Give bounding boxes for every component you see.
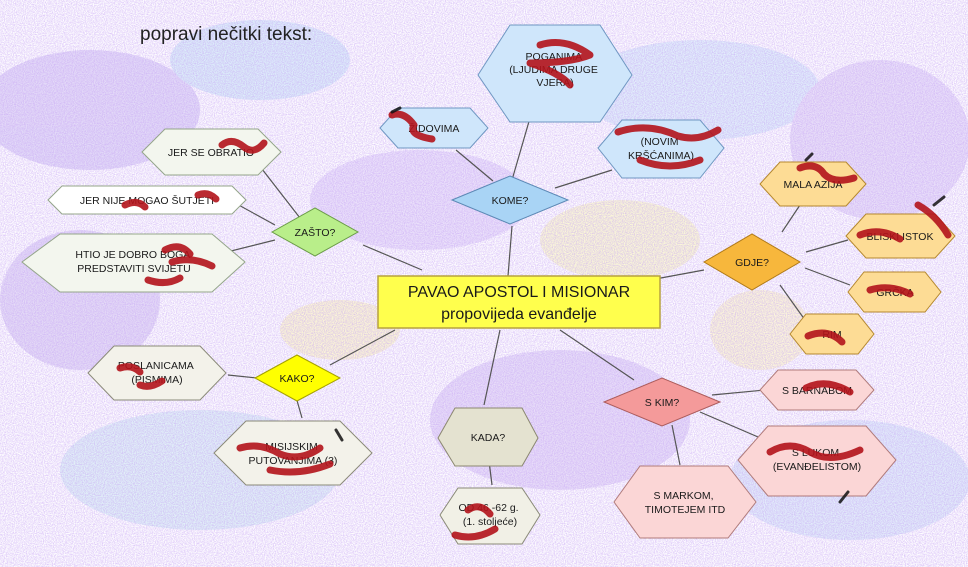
connectors [214, 117, 851, 486]
hub-kada: KADA? [437, 407, 539, 467]
leaf-zasto-1-text: JER SE OBRATIO [168, 147, 254, 159]
hub-kome-label: KOME? [492, 195, 529, 207]
center-subtitle: propovijeda evanđelje [441, 306, 597, 323]
hub-gdje-label: GDJE? [735, 257, 769, 269]
leaf-zasto-2-text: JER NIJE MOGAO ŠUTJETI [80, 194, 214, 207]
leaf-gdje-1: MALA AZIJA [759, 161, 867, 207]
center-title: PAVAO APOSTOL I MISIONAR [408, 284, 630, 301]
hub-zasto: ZAŠTO? [270, 207, 360, 257]
hub-kome: KOME? [450, 175, 570, 225]
obscuring-scribbles [116, 39, 952, 541]
hub-kako-label: KAKO? [279, 373, 314, 385]
leaf-kome-2-text: ŽIDOVIMA [409, 122, 460, 135]
leaf-skim-3: S MARKOM, TIMOTEJEM ITD [613, 465, 757, 539]
leaf-kako-2: MISIJSKIM PUTOVANJIMA (3) [213, 420, 373, 486]
hub-kada-label: KADA? [471, 432, 506, 444]
center-node: PAVAO APOSTOL I MISIONAR propovijeda eva… [377, 275, 661, 329]
leaf-kako-1: POSLANICAMA (PISMIMA) [87, 345, 227, 401]
leaf-zasto-1: JER SE OBRATIO [141, 128, 282, 176]
leaf-skim-2: S LUKOM (EVANĐELISTOM) [737, 425, 897, 497]
hub-zasto-label: ZAŠTO? [295, 226, 336, 239]
hub-skim-label: S KIM? [645, 397, 680, 409]
leaf-skim-1: S BARNABOM [759, 369, 875, 411]
hub-gdje: GDJE? [703, 233, 801, 291]
leaf-gdje-1-text: MALA AZIJA [784, 179, 843, 191]
hub-skim: S KIM? [602, 377, 722, 427]
hub-kako: KAKO? [253, 354, 342, 402]
leaf-zasto-3-text: HTIO JE DOBRO BOGA PREDSTAVITI SVIJETU [75, 249, 192, 275]
instruction-text: popravi nečitki tekst: [140, 24, 312, 45]
leaf-skim-3-text: S MARKOM, TIMOTEJEM ITD [645, 490, 726, 516]
